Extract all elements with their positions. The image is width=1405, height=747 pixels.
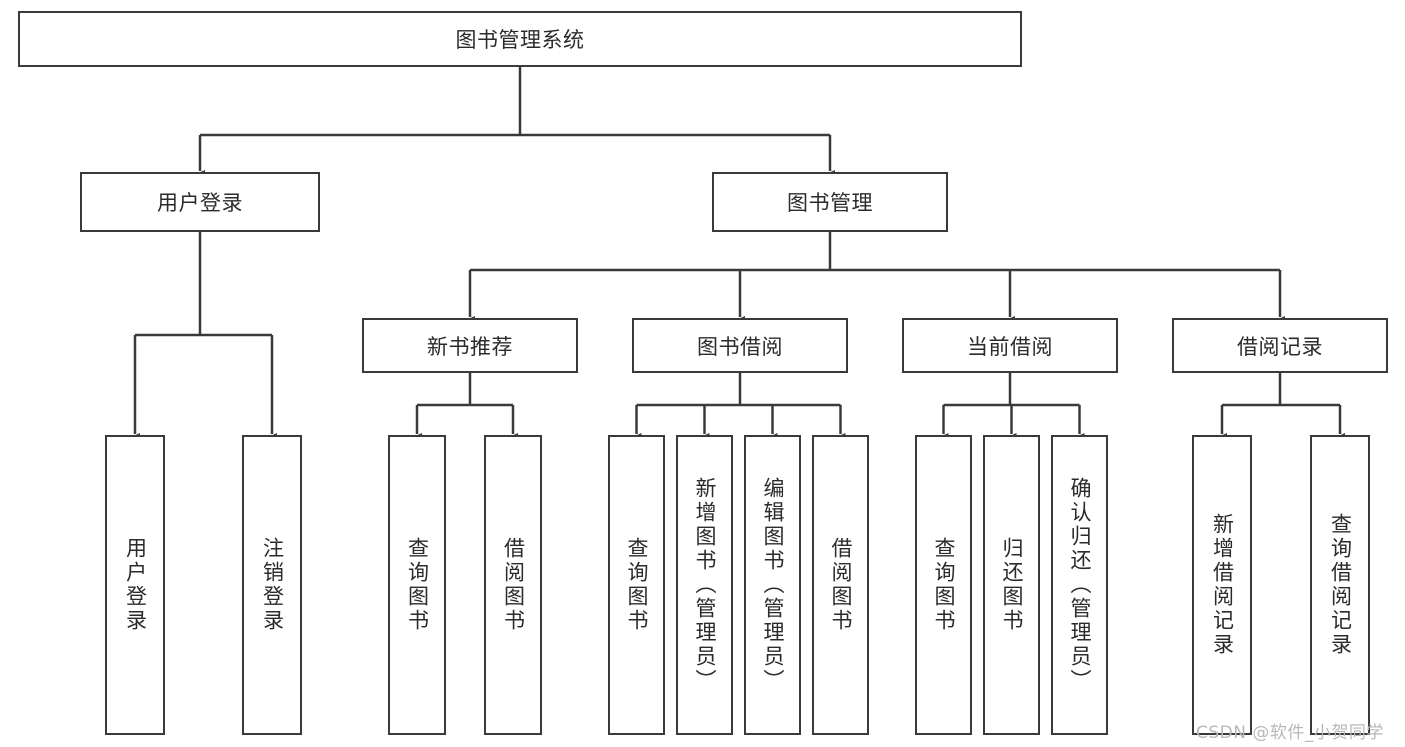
- node-new-book-recommend[interactable]: 新书推荐: [362, 318, 578, 373]
- node-label: 用户登录: [123, 537, 148, 633]
- node-leaf-confirm-return[interactable]: 确认归还（管理员）: [1051, 435, 1108, 735]
- node-leaf-edit-book[interactable]: 编辑图书（管理员）: [744, 435, 801, 735]
- node-label: 新增图书（管理员）: [693, 477, 717, 693]
- node-label: 新增借阅记录: [1210, 513, 1235, 657]
- node-leaf-logout[interactable]: 注销登录: [242, 435, 302, 735]
- node-label: 查询图书: [932, 537, 956, 633]
- node-borrow-record[interactable]: 借阅记录: [1172, 318, 1388, 373]
- node-book-borrow[interactable]: 图书借阅: [632, 318, 848, 373]
- node-label: 注销登录: [260, 537, 285, 633]
- node-label: 借阅记录: [1237, 334, 1323, 359]
- node-label: 确认归还（管理员）: [1068, 477, 1092, 693]
- edges-group: [130, 67, 1345, 442]
- node-leaf-add-record[interactable]: 新增借阅记录: [1192, 435, 1252, 735]
- node-leaf-query-book-1[interactable]: 查询图书: [388, 435, 446, 735]
- node-label: 查询图书: [405, 537, 430, 633]
- node-leaf-query-book-3[interactable]: 查询图书: [915, 435, 972, 735]
- node-label: 查询借阅记录: [1328, 513, 1353, 657]
- node-leaf-query-record[interactable]: 查询借阅记录: [1310, 435, 1370, 735]
- node-label: 图书管理系统: [455, 28, 585, 52]
- node-label: 当前借阅: [967, 334, 1053, 359]
- node-root[interactable]: 图书管理系统: [18, 11, 1022, 67]
- node-leaf-borrow-book-1[interactable]: 借阅图书: [484, 435, 542, 735]
- node-leaf-return-book[interactable]: 归还图书: [983, 435, 1040, 735]
- node-label: 图书管理: [787, 191, 873, 215]
- node-label: 借阅图书: [829, 537, 853, 633]
- node-current-borrow[interactable]: 当前借阅: [902, 318, 1118, 373]
- node-label: 归还图书: [1000, 537, 1024, 633]
- node-leaf-add-book[interactable]: 新增图书（管理员）: [676, 435, 733, 735]
- node-label: 图书借阅: [697, 334, 783, 359]
- node-label: 借阅图书: [501, 537, 526, 633]
- node-label: 编辑图书（管理员）: [761, 477, 785, 693]
- node-label: 新书推荐: [427, 334, 513, 359]
- node-user-login[interactable]: 用户登录: [80, 172, 320, 232]
- node-label: 用户登录: [157, 191, 243, 215]
- node-book-manage[interactable]: 图书管理: [712, 172, 948, 232]
- node-leaf-query-book-2[interactable]: 查询图书: [608, 435, 665, 735]
- node-leaf-user-login[interactable]: 用户登录: [105, 435, 165, 735]
- node-leaf-borrow-book-2[interactable]: 借阅图书: [812, 435, 869, 735]
- watermark-credit: CSDN @软件_小贺同学: [1196, 723, 1384, 743]
- node-label: 查询图书: [625, 537, 649, 633]
